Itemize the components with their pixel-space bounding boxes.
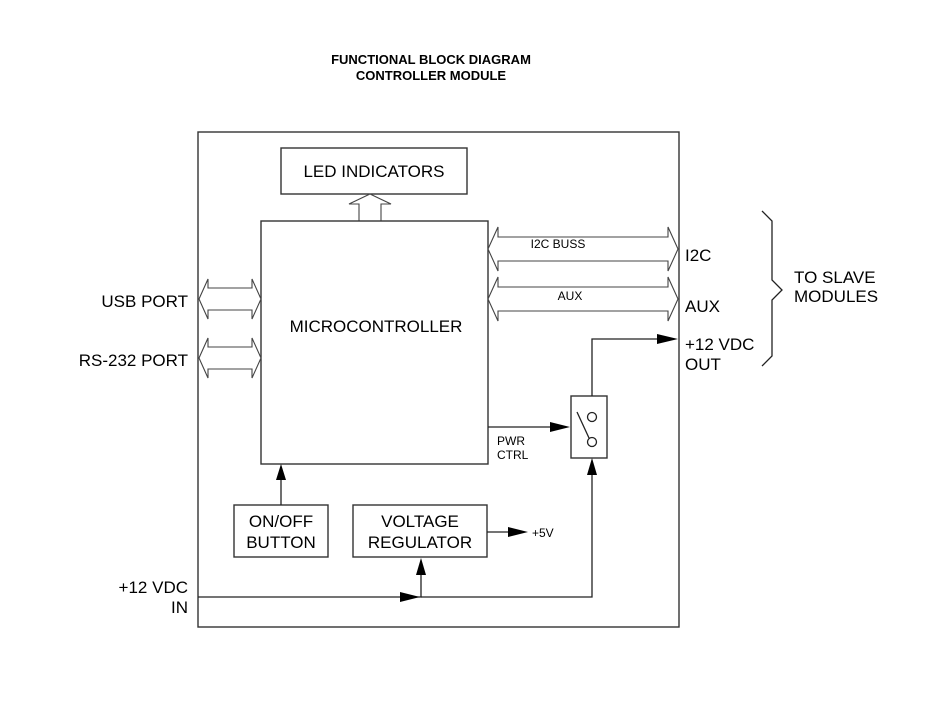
slave-modules-brace [761,210,783,367]
microcontroller-label: MICROCONTROLLER [290,317,463,336]
pwr-ctrl-label-line1: PWR [497,434,525,448]
plus5v-arrowhead [508,527,528,537]
aux-port-label: AUX [685,297,720,316]
diagram-title-line1: FUNCTIONAL BLOCK DIAGRAM [331,52,531,67]
led-indicators-label: LED INDICATORS [303,162,444,181]
microcontroller-block [260,220,489,465]
switch-contact-bottom [586,436,598,448]
onoff-label-line2: BUTTON [246,533,316,552]
vdc-in-label-line2: IN [171,598,188,617]
vdc-out-label-line2: OUT [685,355,721,374]
voltage-regulator-block [352,504,488,558]
aux-bus-arrow [487,276,679,322]
plus5v-label: +5V [532,526,554,540]
onoff-label-line1: ON/OFF [249,512,313,531]
vdc-out-label-line1: +12 VDC [685,335,754,354]
i2c-bus-label: I2C BUSS [531,237,586,251]
onoff-arrowhead [276,464,286,480]
usb-port-arrow [198,278,262,320]
pwr-ctrl-arrowhead [550,422,570,432]
to-slave-label-line1: TO SLAVE [794,268,876,287]
vdc-in-label-line1: +12 VDC [119,578,188,597]
switch-lever [576,411,590,439]
led-bus-arrow [348,193,392,222]
diagram-title-line2: CONTROLLER MODULE [356,68,507,83]
regulator-label-line1: VOLTAGE [381,512,459,531]
switch-contact-top [586,411,598,423]
switch-input-arrowhead [587,458,597,475]
rs232-port-arrow [198,337,262,379]
vdc-in-arrowhead [400,592,420,602]
regulator-input-arrowhead [416,558,426,575]
usb-port-label: USB PORT [101,292,188,311]
to-slave-label-line2: MODULES [794,287,878,306]
i2c-bus-arrow [487,226,679,272]
pwr-ctrl-label-line2: CTRL [497,448,529,462]
vdc-in-to-switch-line [421,467,593,598]
regulator-label-line2: REGULATOR [368,533,472,552]
vdc-out-line [591,338,670,396]
power-switch-block [570,395,608,459]
vdc-out-arrowhead [657,334,678,344]
i2c-port-label: I2C [685,246,711,265]
aux-bus-label: AUX [558,289,583,303]
led-indicators-block [280,147,468,195]
rs232-port-label: RS-232 PORT [79,351,188,370]
